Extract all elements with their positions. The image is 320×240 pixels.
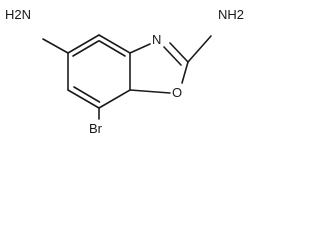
bond-c4-c3a	[98, 34, 131, 54]
ring-nitrogen-label: N	[152, 32, 161, 47]
amine-left-label: H2N	[5, 7, 31, 22]
bond-c2-o1	[181, 61, 189, 84]
bond-n3-c2	[169, 42, 189, 63]
bond-c7-c6-inner	[73, 86, 101, 103]
bond-c5-nh2	[42, 38, 69, 54]
bond-c7a-c7	[98, 89, 131, 109]
bond-lines	[42, 34, 212, 120]
bond-n3-c2-double	[163, 46, 182, 66]
bond-o1-c7a	[129, 89, 171, 94]
benzoxazole-structure: H2N NH2 N O Br	[5, 7, 244, 136]
bromo-label: Br	[89, 121, 103, 136]
bond-c5-c4	[67, 34, 100, 54]
bond-c2-nh2	[187, 35, 212, 63]
bond-c7-c6	[67, 89, 100, 109]
bond-c4-c3a-inner	[98, 40, 126, 57]
bond-c5-c4-inner	[72, 40, 100, 57]
ring-oxygen-label: O	[172, 85, 182, 100]
bond-c3a-n3	[129, 43, 151, 54]
atom-labels: H2N NH2 N O Br	[5, 7, 244, 136]
amine-right-label: NH2	[218, 7, 244, 22]
